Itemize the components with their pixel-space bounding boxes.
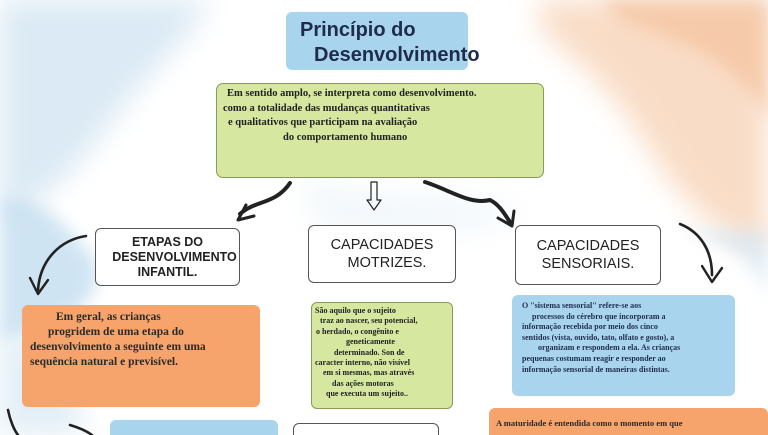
- arrow-curl-right-head: [700, 264, 724, 284]
- arrow-to-etapas-head: [236, 203, 256, 222]
- etapas-text-line: desenvolvimento a seguinte em uma: [30, 341, 206, 353]
- motrizes-text-line: o herdado, o congênito e: [316, 326, 399, 336]
- sensoriais-label-line: SENSORIAIS.: [541, 256, 635, 272]
- definition-line: Em sentido amplo, se interpreta como des…: [227, 88, 477, 99]
- etapas-text-line: progridem de uma etapa do: [48, 326, 184, 338]
- title-line-1: Princípio do: [300, 19, 416, 41]
- arrow-curl-right: [678, 222, 714, 277]
- sensoriais-text-line: informação recebida por meio dos cinco: [522, 322, 658, 332]
- motrizes-text-line: das ações motoras: [332, 378, 394, 388]
- motrizes-text-line: caracter interno, não visível: [315, 358, 410, 368]
- motrizes-text-line: em si mesmas, mas através: [323, 368, 415, 378]
- arrow-to-motrizes: [366, 181, 382, 211]
- sensoriais-text-line: sentidos (vista, ouvido, tato, olfato e …: [522, 332, 675, 342]
- sensoriais-label-box: CAPACIDADES SENSORIAIS.: [515, 225, 661, 285]
- definition-box: Em sentido amplo, se interpreta como des…: [216, 83, 544, 178]
- motrizes-label-box: CAPACIDADES MOTRIZES.: [308, 225, 456, 283]
- arrow-bottom-left-1: [6, 408, 20, 435]
- bottom-blue-box: [110, 420, 278, 435]
- arrow-to-sensoriais-head: [496, 209, 516, 228]
- etapas-text-line: sequência natural e previsível.: [30, 356, 179, 368]
- maturidade-text: A maturidade é entendida como o momento …: [496, 418, 683, 428]
- arrow-bottom-left-2: [68, 423, 94, 435]
- sensoriais-text-line: O "sistema sensorial" refere-se aos: [522, 301, 642, 310]
- definition-line: e qualitativos que participam na avaliaç…: [228, 117, 418, 128]
- bottom-white-box: [293, 423, 439, 435]
- arrow-curl-left: [36, 234, 88, 292]
- definition-line: do comportamento humano: [283, 131, 408, 143]
- etapas-text-box: Em geral, as crianças progridem de uma e…: [22, 305, 260, 407]
- motrizes-text-line: traz ao nascer, seu potencial,: [320, 316, 418, 326]
- etapas-text-line: Em geral, as crianças: [56, 311, 161, 323]
- etapas-label-line: DESENVOLVIMENTO: [112, 249, 237, 264]
- etapas-label-box: ETAPAS DO DESENVOLVIMENTO INFANTIL.: [95, 228, 240, 286]
- sensoriais-text-line: processos do cérebro que incorporam a: [532, 311, 666, 321]
- etapas-label-line: INFANTIL.: [137, 264, 198, 279]
- maturidade-text-box: A maturidade é entendida como o momento …: [489, 408, 768, 435]
- motrizes-text-box: São aquilo que o sujeito traz ao nascer,…: [311, 302, 453, 409]
- etapas-label-line: ETAPAS DO: [131, 234, 204, 249]
- sensoriais-text-line: organizam e respondem a ela. As crianças: [538, 343, 681, 353]
- title-line-2: Desenvolvimento: [314, 44, 480, 66]
- arrow-to-etapas: [238, 181, 292, 216]
- motrizes-text-line: determinado. Son de: [334, 347, 405, 357]
- page-title: Princípio do Desenvolvimento: [286, 12, 480, 70]
- arrow-curl-left-head: [28, 276, 50, 296]
- motrizes-label-line: MOTRIZES.: [347, 255, 427, 271]
- motrizes-text-line: que executa um sujeito..: [326, 389, 408, 399]
- arrow-to-sensoriais: [423, 180, 512, 224]
- motrizes-text-line: geneticamente: [346, 337, 395, 347]
- sensoriais-text-line: informação sensorial de maneiras distint…: [522, 364, 670, 374]
- sensoriais-label-line: CAPACIDADES: [536, 238, 640, 254]
- sensoriais-text-box: O "sistema sensorial" refere-se aos proc…: [512, 295, 735, 396]
- motrizes-label-line: CAPACIDADES: [330, 237, 434, 253]
- motrizes-text-line: São aquilo que o sujeito: [315, 306, 396, 315]
- sensoriais-text-line: pequenas costumam reagir e responder ao: [522, 353, 666, 363]
- definition-line: como a totalidade das mudanças quantitat…: [223, 102, 430, 114]
